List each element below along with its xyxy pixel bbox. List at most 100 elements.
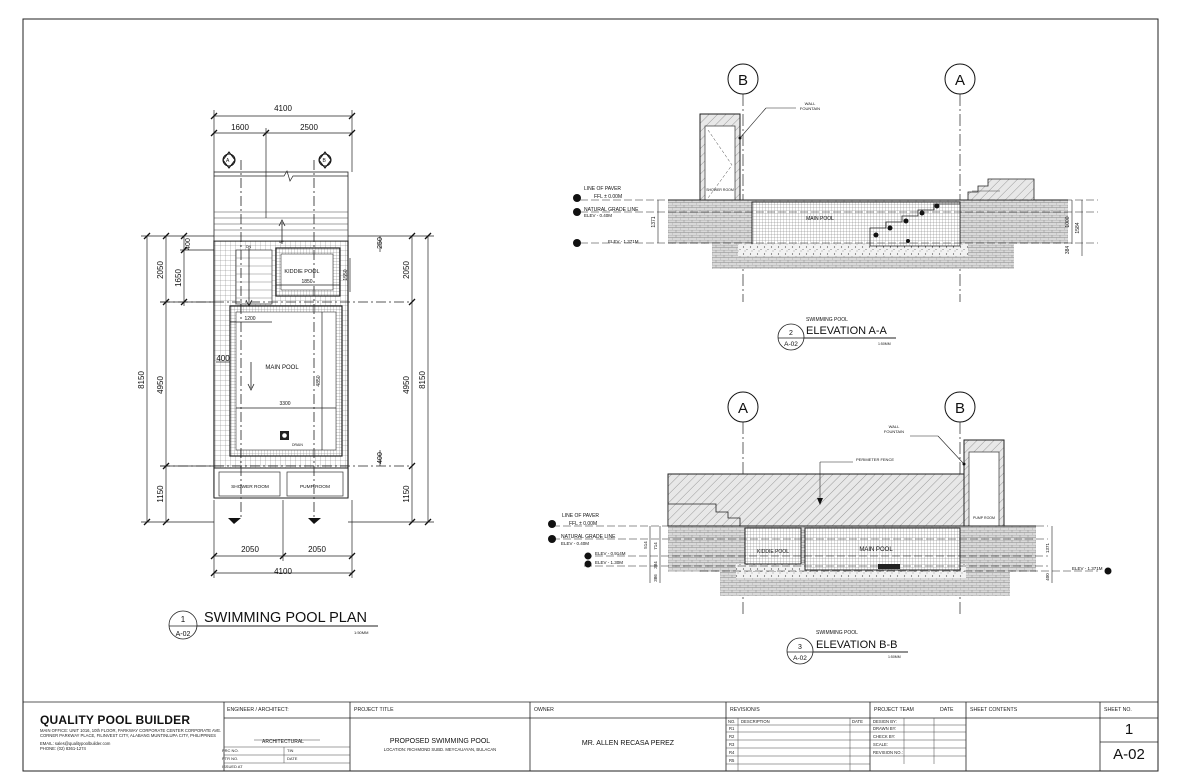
elevation-bb: A B PUMP ROOM KIDDIE POOL MAIN POOL [548,391,1112,665]
plan-dim-right-c: 1150 [402,485,411,503]
elev-aa-elev2: ELEV - 1.371M [608,239,639,244]
elev-aa-elev1: ELEV - 0.40M [584,213,612,218]
elev-bb-main-label: MAIN POOL [859,547,893,553]
elev-bb-pump-label: PUMP ROOM [973,516,995,520]
plan-section-markers [222,151,332,524]
up-label: UP [279,240,285,244]
plan-dim-left-a1: 1650 [174,269,183,287]
plan-dim-steps-w: 1200 [244,316,255,322]
company-phone: PHONE: (02) 8361-1274 [40,746,86,751]
sheet-code: A-02 [1113,746,1145,763]
elev-bb-kiddie-label: KIDDIE POOL [757,549,789,555]
drawn-by-label: DRAWN BY: [873,726,897,731]
plan-dim-right-a: 2050 [402,261,411,279]
title-block-grid [23,701,1158,771]
sheet-contents-heading: SHEET CONTENTS [970,707,1018,713]
project-location: LOCATION: RICHMOND SUBD. MEYCAUAYAN, BUL… [383,747,497,752]
rev-no-label: NO. [728,719,736,724]
elev-bb-dim-l1: 514 [643,541,648,549]
date-label: DATE [287,756,298,761]
sheet-no-heading: SHEET NO. [1104,707,1132,713]
elev-bb-main-pool [804,527,961,571]
prc-no-label: PRC NO. [222,748,239,753]
rev-row-1: R1 [729,726,735,731]
plan-dim-kiddie-w: 1850 [301,279,312,285]
company-address-block: MAIN OFFICE: UNIT 1016, 10th FLOOR, PARK… [40,728,230,751]
design-by-label: DESIGN BY: [873,719,897,724]
elevation-aa: B A SHOWER ROOM MAIN POOL [573,63,1098,351]
elev-bb-elev4: ELEV - 1.371M [1072,566,1103,571]
plan-dim-bot-right: 2050 [308,545,326,554]
sheet-border [22,18,1159,772]
elev-bb-fence-label: PERIMETER FENCE [856,457,894,462]
architectural-label: ARCHITECTURAL [262,739,304,745]
shower-room-plan [218,471,281,497]
pool-plan: A B [137,104,434,640]
elev-bb-kiddie-pool [744,527,802,565]
sheet-number: 1 [1124,721,1134,738]
plan-dim-left-a2: 400 [185,238,192,250]
shower-room-label: SHOWER ROOM [231,484,269,490]
owner-name: MR. ALLEN RECASA PEREZ [581,740,675,747]
elev-bb-elev2: ELEV - 0.914M [595,551,626,556]
elev-bb-scale: 1:50MM [888,655,901,659]
elev-aa-grid-right: A [955,72,965,89]
plan-bubble-sheet: A-02 [176,631,191,638]
kiddie-pool-label: KIDDIE POOL [284,269,319,275]
plan-dim-left-b: 4950 [156,376,165,394]
plan-dim-left-c: 1150 [156,485,165,503]
elev-bb-title: ELEVATION B-B [816,639,898,651]
company-address: MAIN OFFICE: UNIT 1016, 10th FLOOR, PARK… [40,728,222,738]
project-title: PROPOSED SWIMMING POOL [389,738,491,745]
plan-dim-right-d: 250 [377,237,384,249]
elev-aa-dim-r1: 1000 [1065,216,1071,227]
plan-dim-top-right: 2500 [300,123,318,132]
elev-bb-dim-r2: 400 [1045,573,1050,581]
elev-bb-dim-l3: 384 [653,561,658,569]
elev-bb-dim-r1: 1371 [1045,542,1050,553]
rev-date-label: DATE [852,719,863,724]
elev-aa-dim-r3: 384 [1065,246,1071,255]
owner-heading: OWNER [534,707,554,713]
company-name: QUALITY POOL BUILDER [40,713,191,727]
plan-dim-right-b: 4950 [402,376,411,394]
elev-aa-scale: 1:50MM [878,342,891,346]
rev-row-2: R2 [729,734,735,739]
rev-row-3: R3 [729,742,735,747]
elev-bb-dim-l2: 714 [653,542,658,550]
project-title-heading: PROJECT TITLE [354,707,394,713]
elev-bb-dim-l4: 386 [653,574,658,582]
plan-dim-right-e: 400 [377,452,384,464]
elev-aa-title: ELEVATION A-A [806,325,888,337]
plan-grid-b: B [323,158,327,164]
main-pool-label: MAIN POOL [265,365,299,371]
revisions-heading: REVISION/S [730,707,760,713]
plan-dim-right-total: 8150 [418,371,427,389]
elev-aa-ffl: FFL ± 0.00M [594,194,622,200]
elev-bb-grid-right: B [955,400,965,417]
revision-no-label: REVISION NO.: [873,750,903,755]
elev-aa-dim-l1: 1371 [651,216,657,227]
elev-bb-bubble-sheet: A-02 [793,655,807,662]
plan-dim-main-h: 4850 [316,375,322,386]
team-date-heading: DATE [940,707,954,713]
drain-label: DRAIN [292,443,303,447]
plan-dim-top-total: 4100 [274,104,292,113]
ptr-no-label: PTR NO. [222,756,239,761]
elev-bb-paver: LINE OF PAVER [562,513,599,519]
scale-label: SCALE: [873,742,888,747]
tin-label: TIN [287,748,294,753]
elev-bb-elev3: ELEV - 1.30M [595,560,623,565]
elev-bb-ffl: FFL ± 0.00M [569,521,597,527]
pump-room-plan [286,471,344,497]
plan-dim-bot-total: 4100 [274,567,292,576]
elev-aa-bubble-sheet: A-02 [784,341,798,348]
elev-bb-subtitle: SWIMMING POOL [816,630,858,636]
plan-grid-a: A [226,158,230,164]
elev-aa-grid-left: B [738,72,748,89]
elev-bb-bubble-num: 3 [798,644,802,651]
elev-aa-paver: LINE OF PAVER [584,186,621,192]
